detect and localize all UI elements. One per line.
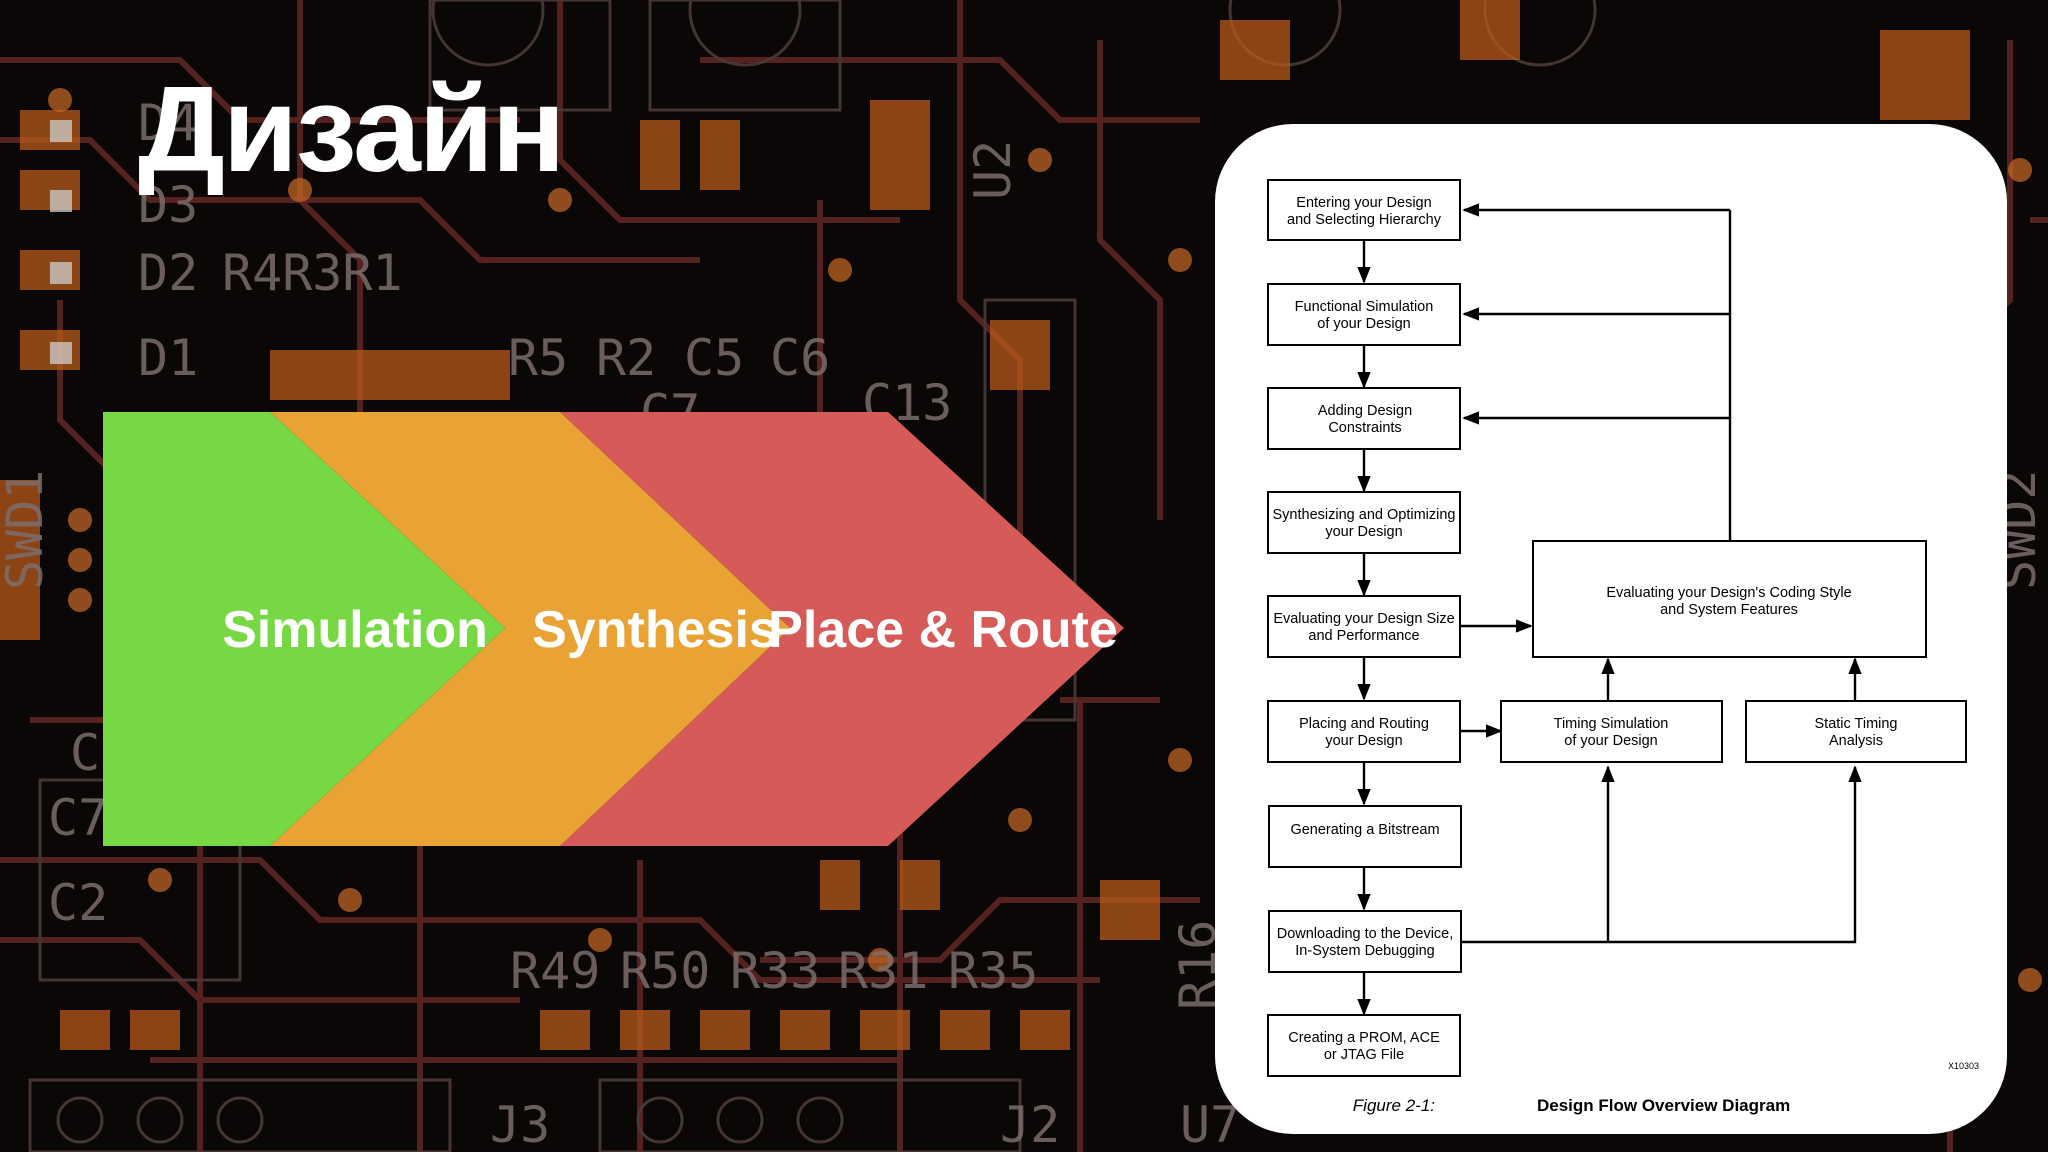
flow-step-line: Creating a PROM, ACE (1288, 1030, 1440, 1046)
timing-simulation-box: Timing Simulation of your Design (1500, 700, 1723, 763)
flow-step: Synthesizing and Optimizing your Design (1267, 491, 1461, 554)
pcb-label: D4 (138, 94, 198, 152)
slide-title: Дизайн (138, 61, 565, 197)
flow-step-line: Static Timing (1815, 716, 1898, 732)
pcb-label: C2 (48, 874, 108, 932)
pcb-label: J3 (490, 1096, 550, 1152)
place-route-label: Place & Route (768, 601, 1118, 659)
pcb-label: C6 (770, 329, 830, 387)
flow-step-line: Synthesizing and Optimizing (1273, 507, 1456, 523)
pcb-label: R2 (596, 329, 656, 387)
flow-step: Functional Simulation of your Design (1267, 283, 1461, 346)
figure-caption: Design Flow Overview Diagram (1537, 1096, 1790, 1115)
flow-step-line: Generating a Bitstream (1290, 822, 1439, 838)
design-flow-diagram: Entering your Design and Selecting Hiera… (1267, 179, 1979, 1115)
flow-step-line: Adding Design (1318, 403, 1412, 419)
flow-step: Creating a PROM, ACE or JTAG File (1267, 1014, 1461, 1077)
design-flow-panel: Entering your Design and Selecting Hiera… (1215, 124, 2007, 1134)
pcb-label: C5 (684, 329, 744, 387)
flow-step-line: of your Design (1564, 733, 1658, 749)
synthesis-label: Synthesis (532, 601, 778, 659)
simulation-label: Simulation (222, 601, 488, 659)
flow-step-line: and Selecting Hierarchy (1287, 212, 1442, 228)
pcb-label: R5 (508, 329, 568, 387)
flow-step-line: Downloading to the Device, (1277, 926, 1454, 942)
pcb-label: C (70, 724, 100, 782)
flow-step-line: In-System Debugging (1295, 943, 1434, 959)
flow-step: Placing and Routing your Design (1267, 700, 1461, 763)
flow-step-line: or JTAG File (1324, 1047, 1404, 1063)
flow-step-line: your Design (1325, 733, 1402, 749)
pcb-label: U2 (964, 140, 1022, 200)
flow-step: Adding Design Constraints (1267, 387, 1461, 450)
flow-step-line: Functional Simulation (1295, 299, 1434, 315)
figure-number: Figure 2-1: (1353, 1096, 1435, 1115)
pcb-label: J2 (1000, 1096, 1060, 1152)
flow-step: Evaluating your Design Size and Performa… (1267, 595, 1461, 658)
flow-step: Downloading to the Device, In-System Deb… (1268, 910, 1462, 973)
flow-step-line: and Performance (1308, 628, 1419, 644)
static-timing-box: Static Timing Analysis (1745, 700, 1967, 763)
pcb-label: D3 (138, 176, 198, 234)
simulation-chevron (103, 412, 505, 846)
pcb-label: SWD1 (0, 470, 54, 590)
flow-step-line: Evaluating your Design Size (1273, 611, 1454, 627)
pcb-label: D1 (138, 329, 198, 387)
pcb-label: R33 (730, 942, 820, 1000)
pcb-label: R35 (948, 942, 1038, 1000)
flow-step-line: Entering your Design (1296, 195, 1431, 211)
pcb-label: R50 (620, 942, 710, 1000)
flow-step: Generating a Bitstream (1268, 805, 1462, 868)
pcb-label: R31 (838, 942, 928, 1000)
pcb-label: R49 (510, 942, 600, 1000)
evaluating-coding-style-box: Evaluating your Design's Coding Style an… (1532, 540, 1927, 658)
pcb-label: D2 (138, 244, 198, 302)
pcb-label: U7 (1180, 1096, 1240, 1152)
flow-step-line: Placing and Routing (1299, 716, 1429, 732)
pcb-label: C7 (48, 789, 108, 847)
flow-step-line: of your Design (1317, 316, 1411, 332)
flow-step-line: Constraints (1328, 420, 1401, 436)
pcb-label: R4R3R1 (222, 244, 403, 302)
flow-step-line: Analysis (1829, 733, 1883, 749)
flow-step: Entering your Design and Selecting Hiera… (1267, 179, 1461, 241)
place-route-chevron (560, 412, 1124, 846)
flow-step-line: your Design (1325, 524, 1402, 540)
flow-step-line: Timing Simulation (1554, 716, 1669, 732)
flow-step-line: and System Features (1660, 602, 1798, 618)
synthesis-chevron (270, 412, 790, 846)
flow-step-line: Evaluating your Design's Coding Style (1606, 585, 1851, 601)
figure-code: X10303 (1948, 1061, 1979, 1071)
